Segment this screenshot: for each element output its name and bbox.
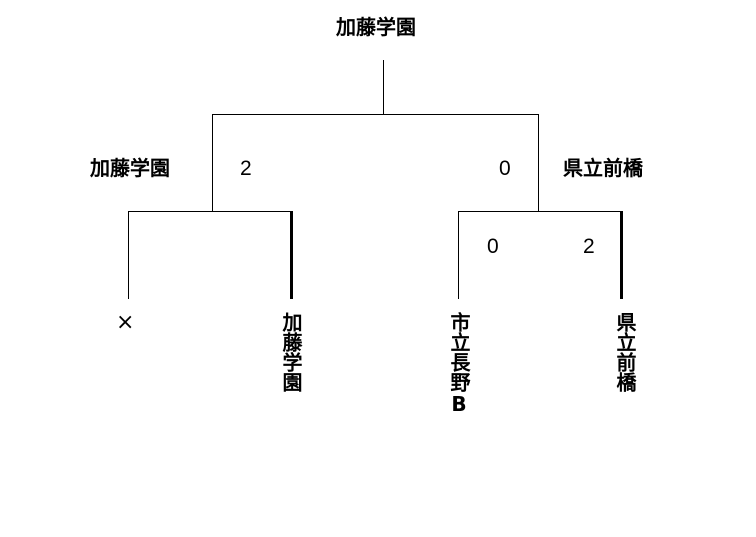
- semi-right-horizontal-line: [458, 211, 622, 212]
- final-right-team-label: 県立前橋: [563, 156, 643, 180]
- final-trunk-line: [383, 60, 384, 115]
- final-right-branch-line: [538, 114, 539, 212]
- semi-right-b-score: 2: [583, 235, 595, 258]
- final-horizontal-line: [212, 114, 539, 115]
- semi-right-a-score: 0: [487, 235, 499, 258]
- team-kenritsu-maebashi-label: 県立前橋: [613, 312, 637, 392]
- team-kato-gakuen-label: 加藤学園: [279, 312, 303, 392]
- semi-right-a-line: [458, 211, 459, 299]
- semi-left-horizontal-line: [128, 211, 292, 212]
- team-ichiritsu-nagano-b-label: 市立長野B: [447, 312, 471, 416]
- bye-cross-mark: ×: [116, 310, 135, 335]
- semi-right-b-winner-line: [620, 211, 623, 299]
- final-left-score: 2: [240, 157, 252, 180]
- final-left-team-label: 加藤学園: [90, 156, 170, 180]
- final-left-branch-line: [212, 114, 213, 212]
- champion-label: 加藤学園: [336, 15, 416, 39]
- semi-left-b-winner-line: [290, 211, 293, 299]
- semi-left-a-line: [128, 211, 129, 299]
- final-right-score: 0: [499, 157, 511, 180]
